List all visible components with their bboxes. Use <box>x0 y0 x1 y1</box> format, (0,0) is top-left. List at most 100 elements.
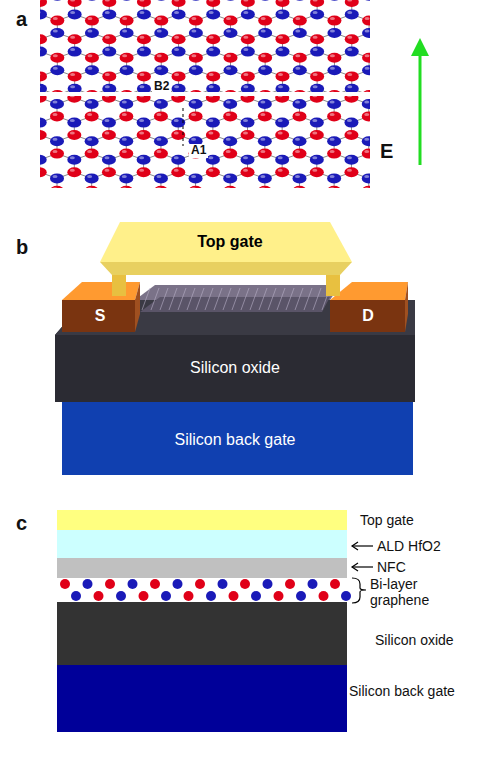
atom-shine <box>347 0 352 2</box>
atom-shine <box>295 30 300 33</box>
atom <box>274 591 284 601</box>
atom <box>223 136 237 146</box>
atom-shine <box>226 138 231 141</box>
atom-shine <box>295 113 300 116</box>
atom <box>154 16 168 26</box>
atom <box>119 186 133 188</box>
atom-shine <box>226 150 231 153</box>
atom-shine <box>157 30 162 33</box>
atom-shine <box>347 119 352 122</box>
atom <box>258 28 272 38</box>
atom-shine <box>70 96 75 97</box>
atom <box>345 9 359 19</box>
atom <box>137 155 151 165</box>
atom <box>293 65 307 75</box>
atom-shine <box>364 113 369 116</box>
atom-shine <box>139 96 144 97</box>
atom <box>50 111 64 121</box>
atom <box>116 591 126 601</box>
atom-shine <box>104 132 109 135</box>
atom-shine <box>53 30 58 33</box>
atom-shine <box>208 156 213 159</box>
atom-shine <box>87 30 92 33</box>
atom <box>137 118 151 128</box>
graphene-top-layer <box>40 0 370 92</box>
atom-shine <box>40 132 41 135</box>
atom-shine <box>70 169 75 172</box>
atom-shine <box>226 30 231 33</box>
atom-shine <box>191 30 196 33</box>
atom <box>345 0 359 7</box>
atom-shine <box>347 11 352 14</box>
atom <box>319 591 329 601</box>
drain-front <box>330 300 405 332</box>
atom-shine <box>209 85 214 88</box>
atom <box>120 65 134 75</box>
atom <box>258 99 272 109</box>
atom <box>102 84 116 92</box>
atom <box>206 34 220 44</box>
atom-shine <box>87 54 92 57</box>
atom <box>241 167 255 177</box>
atom <box>241 9 255 19</box>
atom <box>189 99 203 109</box>
atom <box>258 149 272 159</box>
atom <box>172 47 186 57</box>
atom <box>275 34 289 44</box>
atom-shine <box>278 132 283 135</box>
atom-shine <box>330 54 335 57</box>
graphene-channel <box>135 285 340 312</box>
atom-shine <box>312 132 317 135</box>
atom-shine <box>104 169 109 172</box>
atom <box>345 84 359 92</box>
hatch <box>142 288 150 310</box>
atom <box>119 173 133 183</box>
top-gate-leg <box>326 275 340 296</box>
hatch <box>313 288 321 310</box>
atom <box>310 9 324 19</box>
atom <box>310 167 324 177</box>
atom-shine <box>70 73 75 76</box>
atom <box>293 28 307 38</box>
atom-shine <box>243 0 248 2</box>
atom <box>327 186 341 188</box>
atom <box>172 71 186 81</box>
atom-shine <box>87 187 92 188</box>
atom-shine <box>191 67 196 70</box>
atom-shine <box>261 54 266 57</box>
atom-shine <box>208 169 213 172</box>
atom-shine <box>53 150 58 153</box>
layer-label: ALD HfO2 <box>377 538 441 554</box>
atom <box>171 96 185 103</box>
atom <box>296 591 306 601</box>
atom-shine <box>365 17 370 20</box>
atom-shine <box>278 0 283 2</box>
back-gate-front <box>62 402 413 475</box>
atom <box>258 111 272 121</box>
atom-shine <box>139 36 144 39</box>
atom-shine <box>53 17 58 20</box>
atom <box>67 130 81 140</box>
atom <box>310 118 324 128</box>
atom-shine <box>278 169 283 172</box>
atom-shine <box>364 150 369 153</box>
atom <box>102 34 116 44</box>
atom-shine <box>104 96 109 97</box>
atom-shine <box>156 150 161 153</box>
atom <box>154 28 168 38</box>
atom <box>184 591 194 601</box>
atom <box>102 155 116 165</box>
atom <box>67 155 81 165</box>
atom-shine <box>70 0 75 2</box>
atom-shine <box>53 187 58 188</box>
atom <box>189 28 203 38</box>
hatch <box>187 288 195 310</box>
atom <box>206 96 220 103</box>
atom <box>172 9 186 19</box>
atom <box>206 130 220 140</box>
atom <box>292 173 306 183</box>
atom-shine <box>87 113 92 116</box>
atom-shine <box>157 17 162 20</box>
atom-label: A1 <box>189 144 208 158</box>
atom-shine <box>70 36 75 39</box>
